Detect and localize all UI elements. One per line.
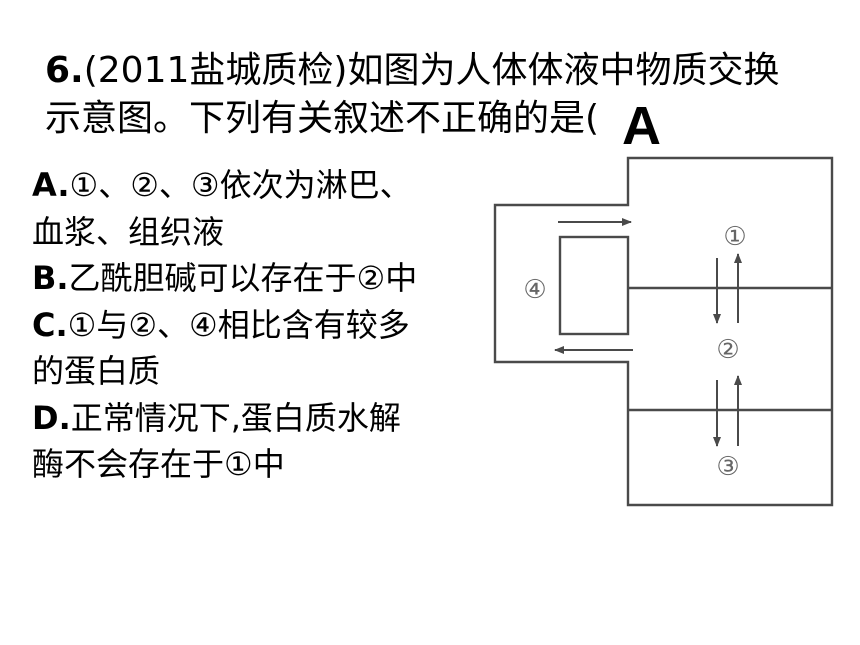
option-d-text: 正常情况下,蛋白质水解 <box>70 398 401 437</box>
label-three: ③ <box>716 452 739 482</box>
question-line-2: 示意图。下列有关叙述不正确的是( <box>45 98 600 139</box>
option-b-text: 乙酰胆碱可以存在于②中 <box>68 259 418 297</box>
option-a-letter: A. <box>32 166 70 204</box>
option-d-line-2: 酶不会存在于①中 <box>32 445 285 483</box>
options-list: A.①、②、③依次为淋巴、 血浆、组织液 B.乙酰胆碱可以存在于②中 C.①与②… <box>32 162 487 488</box>
answer-letter: A <box>622 96 661 156</box>
option-c-line-1: C.①与②、④相比含有较多 <box>32 302 487 349</box>
option-b-letter: B. <box>32 259 69 297</box>
label-one: ① <box>723 222 746 252</box>
diagram-outline <box>493 156 834 507</box>
question-line-1: 6.(2011盐城质检)如图为人体体液中物质交换 <box>45 48 779 94</box>
question-number: 6. <box>45 50 84 91</box>
option-a-line-1: A.①、②、③依次为淋巴、 <box>32 162 487 209</box>
option-a-line-2: 血浆、组织液 <box>32 212 225 251</box>
option-c-letter: C. <box>32 305 68 344</box>
option-d-letter: D. <box>32 398 71 437</box>
option-a-text: ①、②、③依次为淋巴、 <box>69 166 412 204</box>
option-d-line-1: D.正常情况下,蛋白质水解 <box>32 395 487 442</box>
option-c-text: ①与②、④相比含有较多 <box>67 305 410 344</box>
option-c-line-2: 的蛋白质 <box>32 352 161 390</box>
question-stem-part-1: (2011盐城质检)如图为人体体液中物质交换 <box>83 50 780 91</box>
label-two: ② <box>716 335 739 365</box>
option-b-line-1: B.乙酰胆碱可以存在于②中 <box>32 255 487 302</box>
inner-cell-box <box>558 235 630 336</box>
label-four: ④ <box>523 275 546 305</box>
